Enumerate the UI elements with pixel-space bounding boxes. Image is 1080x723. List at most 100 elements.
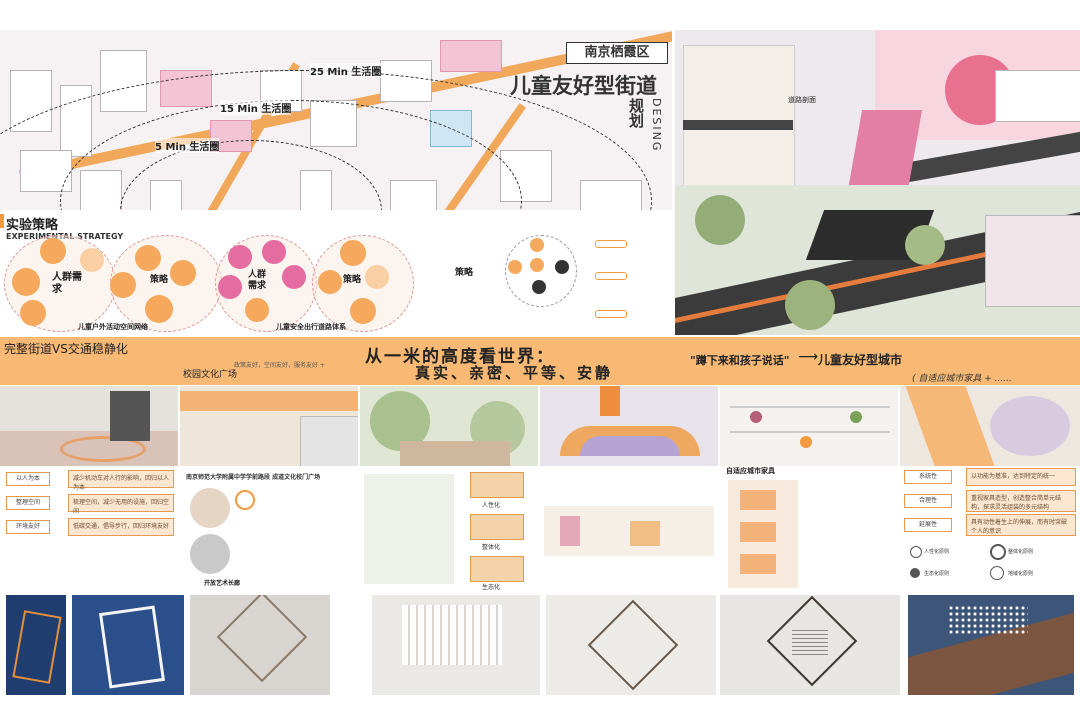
principle-text: 梳理空间，减少无用的设施，回归空间 [68,494,174,515]
render-garden [360,386,538,466]
band-headline-values: 真实、亲密、平等、安静 [415,364,614,382]
legend-pill [595,272,627,280]
building [985,215,1080,307]
network-node [555,260,569,274]
diagram-bubble [245,298,269,322]
furniture-block [740,554,776,574]
diagram-bubble [350,298,376,324]
band-right-sub: ( 自适应城市家具 + ...... [912,374,1012,384]
photo-sculpture [6,595,66,695]
render-steps [540,386,718,466]
section-drawing [683,45,795,185]
marker [800,436,812,448]
band-headline: 从一米的高度看世界： [365,347,555,367]
legend-pill [595,310,627,318]
image-caption: 开放艺术长廊 [204,580,241,587]
center-label: 人群需求 [248,270,267,291]
render-street-play [0,386,178,466]
thumb [470,514,524,540]
type-label: 人性化 [482,502,501,509]
ground [400,441,510,466]
building [440,40,502,72]
principle-label: 合理性 [904,494,952,508]
render-section-diagram [720,386,898,466]
photo-light-installation [908,595,1074,695]
principle-label: 系统性 [904,470,952,484]
principle-text: 减少机动车对人行的影响，回归以人为本 [68,470,174,491]
type-label: 生态化 [482,584,501,591]
legend-label: 人性化原则 [924,549,950,555]
district-badge: 南京栖霞区 [566,42,668,64]
panel-school-plaza: 南京师范大学附属中学学前路段 成道文化校门广场 开放艺术长廊 [180,466,358,591]
photo-installation [372,595,540,695]
tree [785,280,835,330]
tree [695,195,745,245]
street-section-render: 道路剖面 [675,30,1080,185]
detail-image [190,534,230,574]
aerial-map: 25 Min 生活圈 15 Min 生活圈 5 Min 生活圈 [0,30,672,235]
ring-label-15: 15 Min 生活圈 [220,100,292,115]
diagram-bubble [340,240,366,266]
principle-icon [910,546,922,558]
diagram-bubble [12,268,40,296]
network-node [530,238,544,252]
amphitheater-inner [580,436,680,456]
render-plan [900,386,1080,466]
page-title: 儿童友好型街道 [510,74,657,98]
diagram-bubble [135,245,161,271]
panel-design-types: 人性化 整体化 生态化 [360,466,538,591]
diagram-bubble [282,265,306,289]
photo-sculpture [72,595,184,695]
strategy-label: 策略 [343,275,362,285]
principle-text: 以功能为基准，达到特定的统一 [966,468,1076,486]
diagram-bubble [80,248,104,272]
section-line [730,406,890,408]
thumb [470,556,524,582]
panel-furniture: 自适应城市家具 [720,466,898,591]
path [905,386,995,466]
render-school-gate [180,386,358,466]
furniture-block [740,490,776,510]
pavilion [300,416,358,466]
network-node [508,260,522,274]
diagram-bubble [170,260,196,286]
sculpture-frame [98,605,166,689]
desing-label: DESING [650,98,663,153]
strategy-label: 策略 [455,268,474,278]
principle-text: 重视家具造型，创造整合简单元结构，探求灵活组装的多元结构 [966,490,1076,512]
strategy-section: 实验策略 EXPERIMENTAL STRATEGY 人群需求 策略 儿童户外活… [0,210,672,340]
arrow-right-icon: ⟶ [798,349,819,365]
band-right-title: 儿童友好型城市 [818,353,903,367]
band-left-text: 完整街道VS交通稳静化 [4,342,128,356]
principle-label: 整理空间 [6,496,50,510]
legend-label: 整体化原则 [1008,549,1034,555]
principle-label: 延展性 [904,518,952,532]
hanging-installation [402,605,502,665]
detail-image [190,488,230,528]
principle-icon [990,566,1004,580]
sign [600,386,620,416]
diagram-bubble [218,275,242,299]
marker [850,411,862,423]
principle-label: 以人为本 [6,472,50,486]
network-diagram [505,235,577,307]
legend-label: 地域化原则 [1008,571,1034,577]
diagram-bubble [40,238,66,264]
diagram-bubble [110,272,136,298]
photo-frame-structure [546,595,716,695]
principle-text: 具有动性着生上的伸展，而有时突破个人的意识 [966,514,1076,536]
principle-label: 环境友好 [6,520,50,534]
center-label: 人群需求 [52,272,82,295]
band-quote: "蹲下来和孩子说话" [690,354,790,367]
marker [750,411,762,423]
tree [905,225,945,265]
diagram-bubble [262,240,286,264]
principle-icon [990,544,1006,560]
legend-label: 生态化原则 [924,571,950,577]
photo-tensegrity [190,595,330,695]
play-ring [60,436,146,462]
section-line [730,431,890,433]
ring-label-25: 25 Min 生活圈 [310,63,382,78]
diagram-bubble [145,295,173,323]
panel-elevation [540,466,718,591]
